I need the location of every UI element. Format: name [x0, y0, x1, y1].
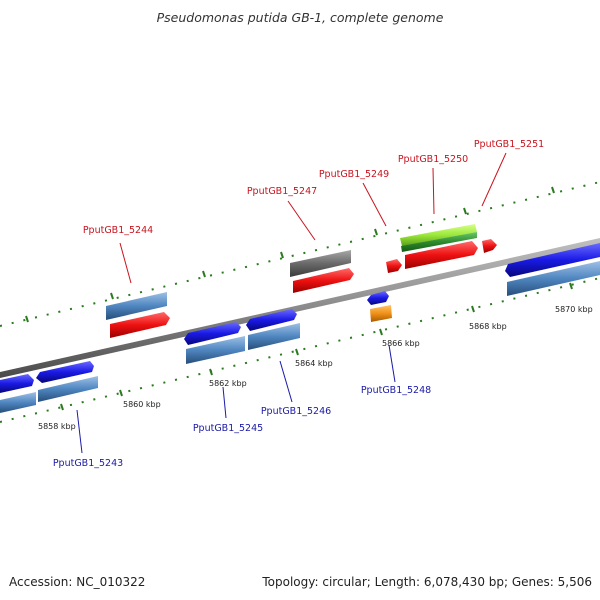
tick-label-5862: 5862 kbp	[209, 379, 247, 388]
gene-arrow-right-steel[interactable]	[507, 261, 600, 296]
gene-arrow-5249-red[interactable]	[386, 259, 402, 273]
top-dotted-track	[0, 181, 600, 327]
gene-arrow-5247-red[interactable]	[293, 268, 354, 293]
gene-label-5248[interactable]: PputGB1_5248	[361, 385, 431, 396]
gene-label-5249[interactable]: PputGB1_5249	[319, 169, 389, 180]
label-leaders	[76, 152, 507, 454]
gene-arrow-5246-blue[interactable]	[246, 309, 297, 331]
gene-arrow-5248-orange[interactable]	[370, 305, 392, 322]
gene-arrow-5250-red[interactable]	[405, 241, 478, 269]
gene-arrow-5244-red[interactable]	[110, 312, 170, 338]
gene-arrow-5245-steel[interactable]	[186, 336, 245, 364]
gene-label-5246[interactable]: PputGB1_5246	[261, 406, 331, 417]
gene-label-5251[interactable]: PputGB1_5251	[474, 139, 544, 150]
gene-arrow-5245-blue[interactable]	[184, 322, 241, 345]
gene-arrow-5248-blue[interactable]	[367, 291, 389, 305]
map-title: Pseudomonas putida GB-1, complete genome	[157, 10, 444, 25]
bottom-dotted-track	[0, 277, 600, 423]
tick-label-5858: 5858 kbp	[38, 422, 76, 431]
gene-label-5250[interactable]: PputGB1_5250	[398, 154, 468, 165]
accession-text: Accession: NC_010322	[9, 575, 145, 589]
gene-arrow-5243-steel[interactable]	[38, 376, 98, 402]
genome-summary-text: Topology: circular; Length: 6,078,430 bp…	[261, 575, 592, 589]
tick-label-5870: 5870 kbp	[555, 305, 593, 314]
top-gene-labels: PputGB1_5244 PputGB1_5247 PputGB1_5249 P…	[83, 139, 544, 236]
gene-arrow-5250-green[interactable]	[401, 232, 477, 252]
gene-label-5247[interactable]: PputGB1_5247	[247, 186, 317, 197]
gene-arrow-left-edge-steel[interactable]	[0, 392, 36, 413]
bottom-gene-labels: PputGB1_5243 PputGB1_5245 PputGB1_5246 P…	[53, 385, 431, 469]
gene-arrow-right-blue[interactable]	[505, 243, 600, 277]
gene-label-5244[interactable]: PputGB1_5244	[83, 225, 153, 236]
gene-label-5243[interactable]: PputGB1_5243	[53, 458, 123, 469]
genome-backbone	[0, 238, 600, 378]
gene-arrow-5250-lime[interactable]	[400, 224, 477, 246]
gene-label-5245[interactable]: PputGB1_5245	[193, 423, 263, 434]
scale-tick-labels: 5858 kbp 5860 kbp 5862 kbp 5864 kbp 5866…	[38, 305, 593, 431]
gene-features	[0, 224, 600, 413]
gene-arrow-5246-steel[interactable]	[248, 323, 300, 350]
tick-label-5864: 5864 kbp	[295, 359, 333, 368]
gene-arrow-5243-blue[interactable]	[36, 361, 94, 383]
tick-label-5866: 5866 kbp	[382, 339, 420, 348]
tick-label-5860: 5860 kbp	[123, 400, 161, 409]
gene-arrow-left-edge-blue[interactable]	[0, 374, 34, 393]
tick-label-5868: 5868 kbp	[469, 322, 507, 331]
gene-arrow-5247-gray[interactable]	[290, 250, 351, 277]
gene-arrow-5251-red[interactable]	[482, 239, 497, 253]
major-ticks	[25, 186, 573, 411]
gene-arrow-5244-steel[interactable]	[106, 292, 167, 320]
